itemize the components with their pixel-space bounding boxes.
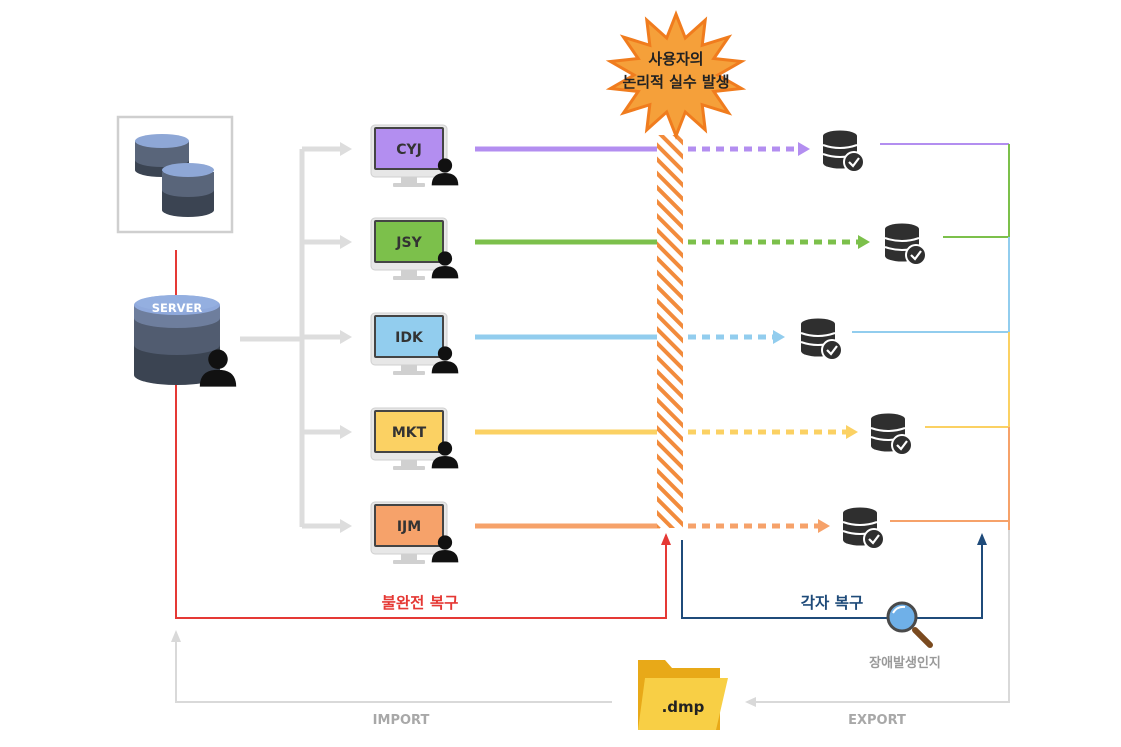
individual-recovery-label: 각자 복구: [801, 593, 863, 612]
branch-arrow-mkt: [302, 425, 352, 439]
individual-recovery-path: [681, 533, 987, 619]
import-label: IMPORT: [373, 713, 430, 728]
monitor-icon: [370, 501, 448, 564]
arrowhead-cyj: [798, 142, 810, 156]
failure-barrier: [657, 135, 683, 528]
arrowhead-ijm: [818, 519, 830, 533]
source-database-box: [116, 115, 234, 234]
folder-icon: [638, 660, 728, 730]
client-label-cyj: CYJ: [396, 142, 422, 158]
event-label-line1: 사용자의: [648, 50, 703, 68]
monitor-icon: [370, 407, 448, 470]
dump-file-label: .dmp: [662, 698, 705, 716]
import-arrowhead: [171, 630, 181, 642]
database-stack-icon: [135, 134, 214, 217]
monitor-icon: [370, 312, 448, 375]
server-icon: [134, 295, 220, 385]
arrowhead-idk: [773, 330, 785, 344]
client-label-jsy: JSY: [395, 235, 422, 251]
client-label-idk: IDK: [395, 330, 424, 346]
monitor-icon: [370, 217, 448, 280]
event-label-line2: 논리적 실수 발생: [622, 73, 729, 91]
client-label-ijm: IJM: [397, 519, 421, 535]
branch-arrow-ijm: [302, 519, 352, 533]
client-label-mkt: MKT: [392, 425, 427, 441]
magnifier-icon: [886, 601, 933, 648]
import-export-paths: [175, 530, 1010, 703]
export-label: EXPORT: [848, 713, 906, 728]
arrowhead-mkt: [846, 425, 858, 439]
server-label: SERVER: [152, 301, 203, 315]
arrowhead-jsy: [858, 235, 870, 249]
monitor-icon: [370, 124, 448, 187]
explosion-icon: [605, 10, 747, 140]
branch-arrow-jsy: [302, 235, 352, 249]
detect-label: 장애발생인지: [869, 655, 941, 671]
export-arrowhead: [745, 697, 756, 707]
incomplete-recovery-label: 불완전 복구: [382, 594, 459, 612]
branch-arrow-idk: [302, 330, 352, 344]
branch-arrow-cyj: [302, 142, 352, 156]
incomplete-recovery-path: [175, 250, 671, 619]
